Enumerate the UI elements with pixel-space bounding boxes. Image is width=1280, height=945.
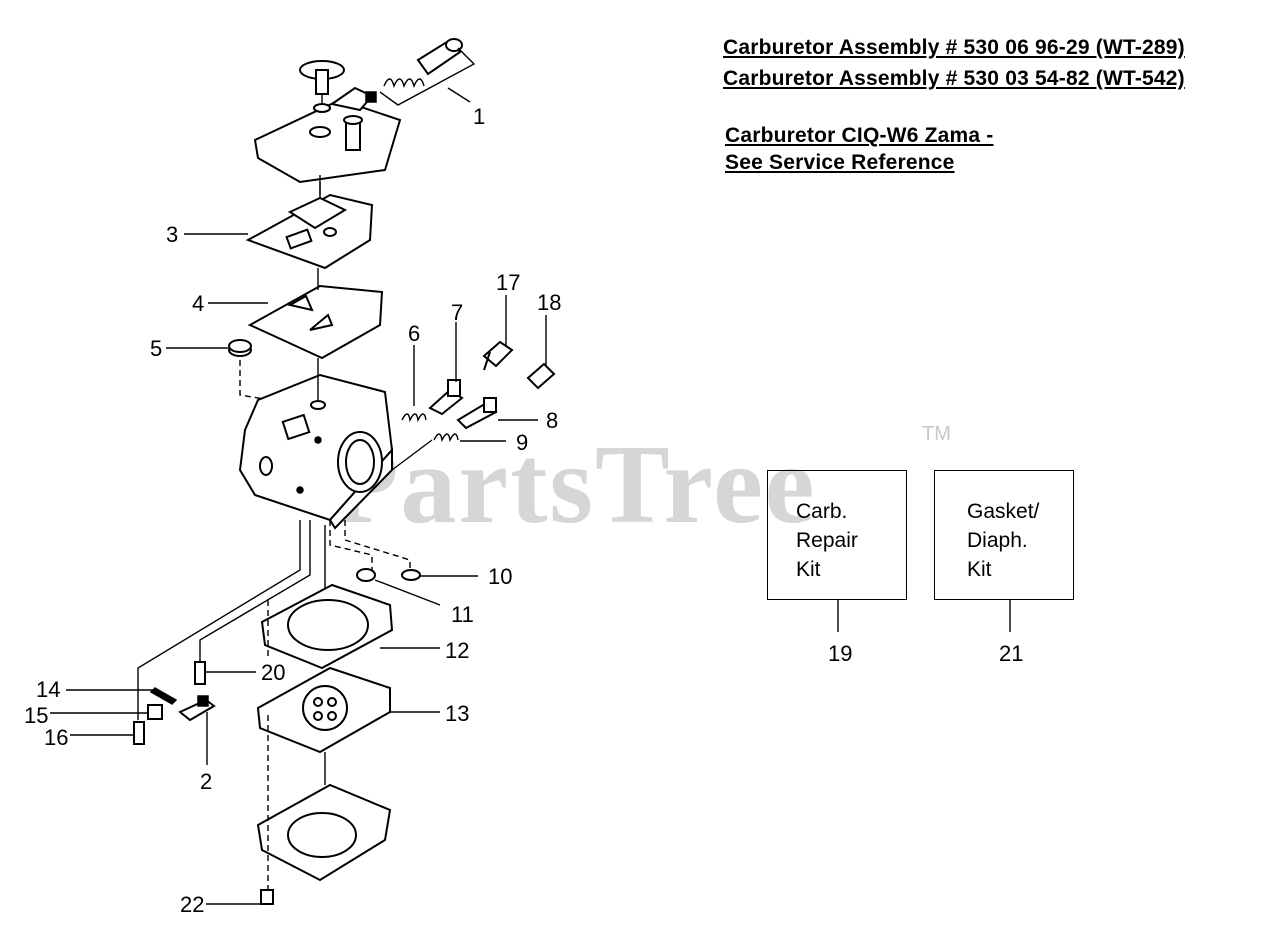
callout-11: 11 — [451, 602, 474, 627]
kit-number-19: 19 — [828, 641, 852, 666]
callout-22: 22 — [180, 892, 204, 917]
callout-4: 4 — [192, 291, 204, 316]
carb-repair-kit-label: Carb. Repair Kit — [796, 500, 858, 581]
part-12-gasket[interactable] — [260, 583, 394, 670]
watermark-logo: PartsTree — [330, 423, 817, 547]
part-15-nut[interactable] — [147, 704, 163, 720]
assembly-title-2[interactable]: Carburetor Assembly # 530 03 54-82 (WT-5… — [723, 67, 1185, 90]
callout-7: 7 — [451, 300, 463, 325]
callout-20: 20 — [261, 660, 285, 685]
callout-14: 14 — [36, 677, 60, 702]
callout-18: 18 — [537, 290, 561, 315]
reference-line-1[interactable]: Carburetor CIQ-W6 Zama - — [725, 124, 994, 147]
callout-16: 16 — [44, 725, 68, 750]
callout-5: 5 — [150, 336, 162, 361]
part-4-diaphragm[interactable] — [247, 284, 384, 360]
callout-10: 10 — [488, 564, 512, 589]
callout-15: 15 — [24, 703, 48, 728]
part-11-cap[interactable] — [356, 568, 376, 582]
callout-12: 12 — [445, 638, 469, 663]
callout-9: 9 — [516, 430, 528, 455]
part-13-diaphragm[interactable] — [256, 666, 391, 754]
part-5-plug[interactable] — [228, 339, 252, 357]
part-14-pin[interactable] — [149, 687, 178, 705]
callout-1: 1 — [473, 104, 485, 129]
part-1-cover-assembly[interactable] — [253, 38, 463, 184]
watermark-tm: TM — [922, 423, 951, 445]
callout-13: 13 — [445, 701, 469, 726]
carburetor-body[interactable] — [238, 373, 394, 530]
part-9-spring[interactable] — [433, 433, 459, 443]
part-22-screw[interactable] — [260, 889, 274, 905]
gasket-diaph-kit-label: Gasket/ Diaph. Kit — [967, 500, 1040, 581]
callout-8: 8 — [546, 408, 558, 433]
part-18-clip[interactable] — [526, 362, 556, 390]
part-8-needle[interactable] — [456, 397, 498, 430]
callout-3: 3 — [166, 222, 178, 247]
part-17-clip[interactable] — [482, 340, 514, 371]
bottom-cover[interactable] — [256, 783, 392, 882]
part-7-needle[interactable] — [428, 379, 464, 416]
callout-6: 6 — [408, 321, 420, 346]
kit-number-21: 21 — [999, 641, 1023, 666]
assembly-title-1[interactable]: Carburetor Assembly # 530 06 96-29 (WT-2… — [723, 36, 1185, 59]
callout-17: 17 — [496, 270, 520, 295]
part-10-screen[interactable] — [401, 569, 421, 581]
reference-line-2[interactable]: See Service Reference — [725, 151, 955, 174]
part-2-lever[interactable] — [178, 695, 216, 722]
part-3-gasket[interactable] — [245, 193, 374, 270]
gasket-diaph-kit-box[interactable]: Gasket/ Diaph. Kit — [934, 470, 1074, 600]
callout-2: 2 — [200, 769, 212, 794]
carb-repair-kit-box[interactable]: Carb. Repair Kit — [767, 470, 907, 600]
part-6-spring[interactable] — [401, 413, 427, 423]
part-20-spring[interactable] — [194, 661, 206, 685]
part-16-needle[interactable] — [133, 721, 145, 745]
